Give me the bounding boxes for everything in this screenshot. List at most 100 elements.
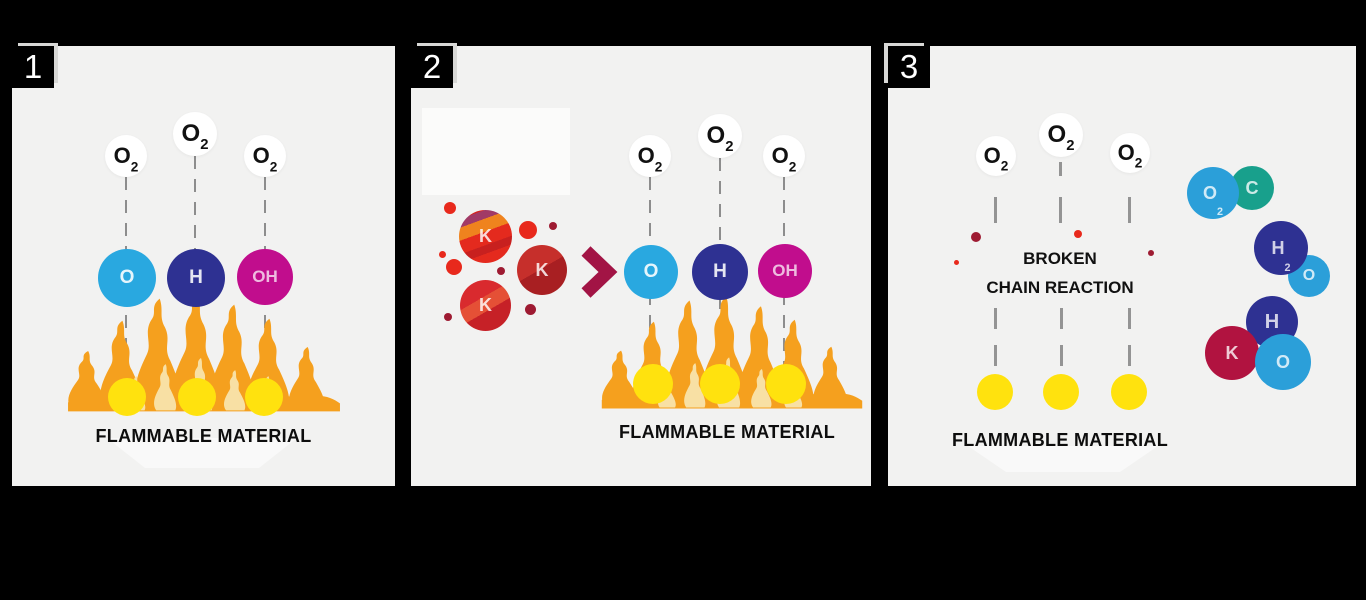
broken-bond-segment bbox=[994, 197, 997, 223]
molecule-subscript: 2 bbox=[1000, 158, 1009, 174]
radical-label: O bbox=[643, 261, 659, 282]
aerosol-dot bbox=[439, 251, 446, 258]
potassium-particle: K bbox=[459, 210, 512, 263]
koh-oxygen-atom: O bbox=[1255, 334, 1311, 390]
broken-bond-segment bbox=[1128, 308, 1131, 372]
fuel-particle bbox=[108, 378, 146, 416]
molecule-symbol: O bbox=[181, 120, 201, 147]
fuel-particle bbox=[245, 378, 283, 416]
radical-label: H bbox=[189, 267, 203, 288]
atom-label: O bbox=[1275, 351, 1290, 372]
background-highlight bbox=[422, 108, 570, 195]
aerosol-dot bbox=[549, 222, 557, 230]
molecule-symbol: O bbox=[771, 143, 789, 168]
molecule-subscript: 2 bbox=[788, 159, 797, 175]
atom-subscript: 2 bbox=[1284, 261, 1291, 274]
molecule-symbol: O bbox=[113, 143, 131, 168]
aerosol-dot bbox=[971, 232, 981, 242]
potassium-particle: K bbox=[460, 280, 511, 331]
status-line-1: BROKEN bbox=[1023, 249, 1097, 268]
molecule-symbol: O bbox=[706, 122, 726, 149]
step-number: 2 bbox=[422, 48, 442, 85]
atom-label: H bbox=[1271, 237, 1285, 258]
radical-label: OH bbox=[772, 261, 798, 280]
oxygen-radical: O bbox=[624, 245, 678, 299]
fuel-particle bbox=[1043, 374, 1079, 410]
flammable-material-label: FLAMMABLE MATERIAL bbox=[95, 426, 312, 446]
broken-bond-segment bbox=[1060, 308, 1063, 372]
molecule-symbol: O bbox=[637, 143, 655, 168]
molecule-symbol: O bbox=[1117, 140, 1135, 165]
aerosol-dot bbox=[954, 260, 959, 265]
aerosol-dot bbox=[1148, 250, 1154, 256]
fuel-particle bbox=[766, 364, 806, 404]
molecule-subscript: 2 bbox=[654, 159, 663, 175]
fuel-particle bbox=[977, 374, 1013, 410]
step-3-badge: 3 bbox=[888, 46, 930, 88]
atom-label: H bbox=[1264, 310, 1280, 333]
flammable-material-label: FLAMMABLE MATERIAL bbox=[951, 430, 1169, 450]
molecule-subscript: 2 bbox=[130, 159, 139, 175]
aerosol-dot bbox=[446, 259, 462, 275]
broken-bond-segment bbox=[1128, 197, 1131, 223]
molecule-symbol: O bbox=[983, 143, 1001, 168]
molecule-subscript: 2 bbox=[1066, 138, 1075, 155]
particle-label: K bbox=[479, 295, 492, 315]
atom-subscript: 2 bbox=[1217, 205, 1224, 218]
hydroxide-radical: OH bbox=[758, 244, 812, 298]
aerosol-dot bbox=[525, 304, 536, 315]
molecule-subscript: 2 bbox=[269, 159, 278, 175]
atom-label: O bbox=[1202, 182, 1217, 203]
fuel-particle bbox=[178, 378, 216, 416]
oxygen-radical: O bbox=[98, 249, 156, 307]
koh-potassium-atom: K bbox=[1205, 326, 1259, 380]
atom-label: O bbox=[1302, 267, 1316, 284]
atom-label: C bbox=[1245, 177, 1259, 198]
hydrogen-radical: H bbox=[167, 249, 225, 307]
radical-label: O bbox=[119, 267, 135, 288]
hydroxide-radical: OH bbox=[237, 249, 293, 305]
radical-label: H bbox=[713, 261, 727, 282]
flammable-material-label: FLAMMABLE MATERIAL bbox=[618, 422, 836, 442]
molecule-symbol: O bbox=[252, 143, 270, 168]
molecule-subscript: 2 bbox=[725, 139, 734, 156]
particle-label: K bbox=[535, 259, 549, 280]
molecule-subscript: 2 bbox=[200, 137, 209, 154]
fuel-particle bbox=[1111, 374, 1147, 410]
aerosol-dot bbox=[444, 202, 456, 214]
potassium-particle: K bbox=[517, 245, 567, 295]
status-line-2: CHAIN REACTION bbox=[986, 278, 1134, 297]
radical-label: OH bbox=[252, 267, 278, 286]
aerosol-dot bbox=[497, 267, 505, 275]
step-2-badge: 2 bbox=[411, 46, 453, 88]
step-1-badge: 1 bbox=[12, 46, 54, 88]
fuel-particle bbox=[700, 364, 740, 404]
broken-bond-segment bbox=[1059, 162, 1062, 176]
chevron-right-icon bbox=[581, 246, 618, 298]
broken-bond-segment bbox=[994, 308, 997, 372]
aerosol-dot bbox=[444, 313, 452, 321]
aerosol-dot bbox=[1074, 230, 1082, 238]
step-number: 1 bbox=[23, 48, 43, 85]
hydrogen-radical: H bbox=[692, 244, 748, 300]
molecule-subscript: 2 bbox=[1134, 155, 1143, 171]
fuel-particle bbox=[633, 364, 673, 404]
molecule-symbol: O bbox=[1047, 121, 1067, 148]
broken-chain-reaction-label: BROKEN CHAIN REACTION bbox=[948, 244, 1172, 302]
aerosol-dot bbox=[519, 221, 537, 239]
